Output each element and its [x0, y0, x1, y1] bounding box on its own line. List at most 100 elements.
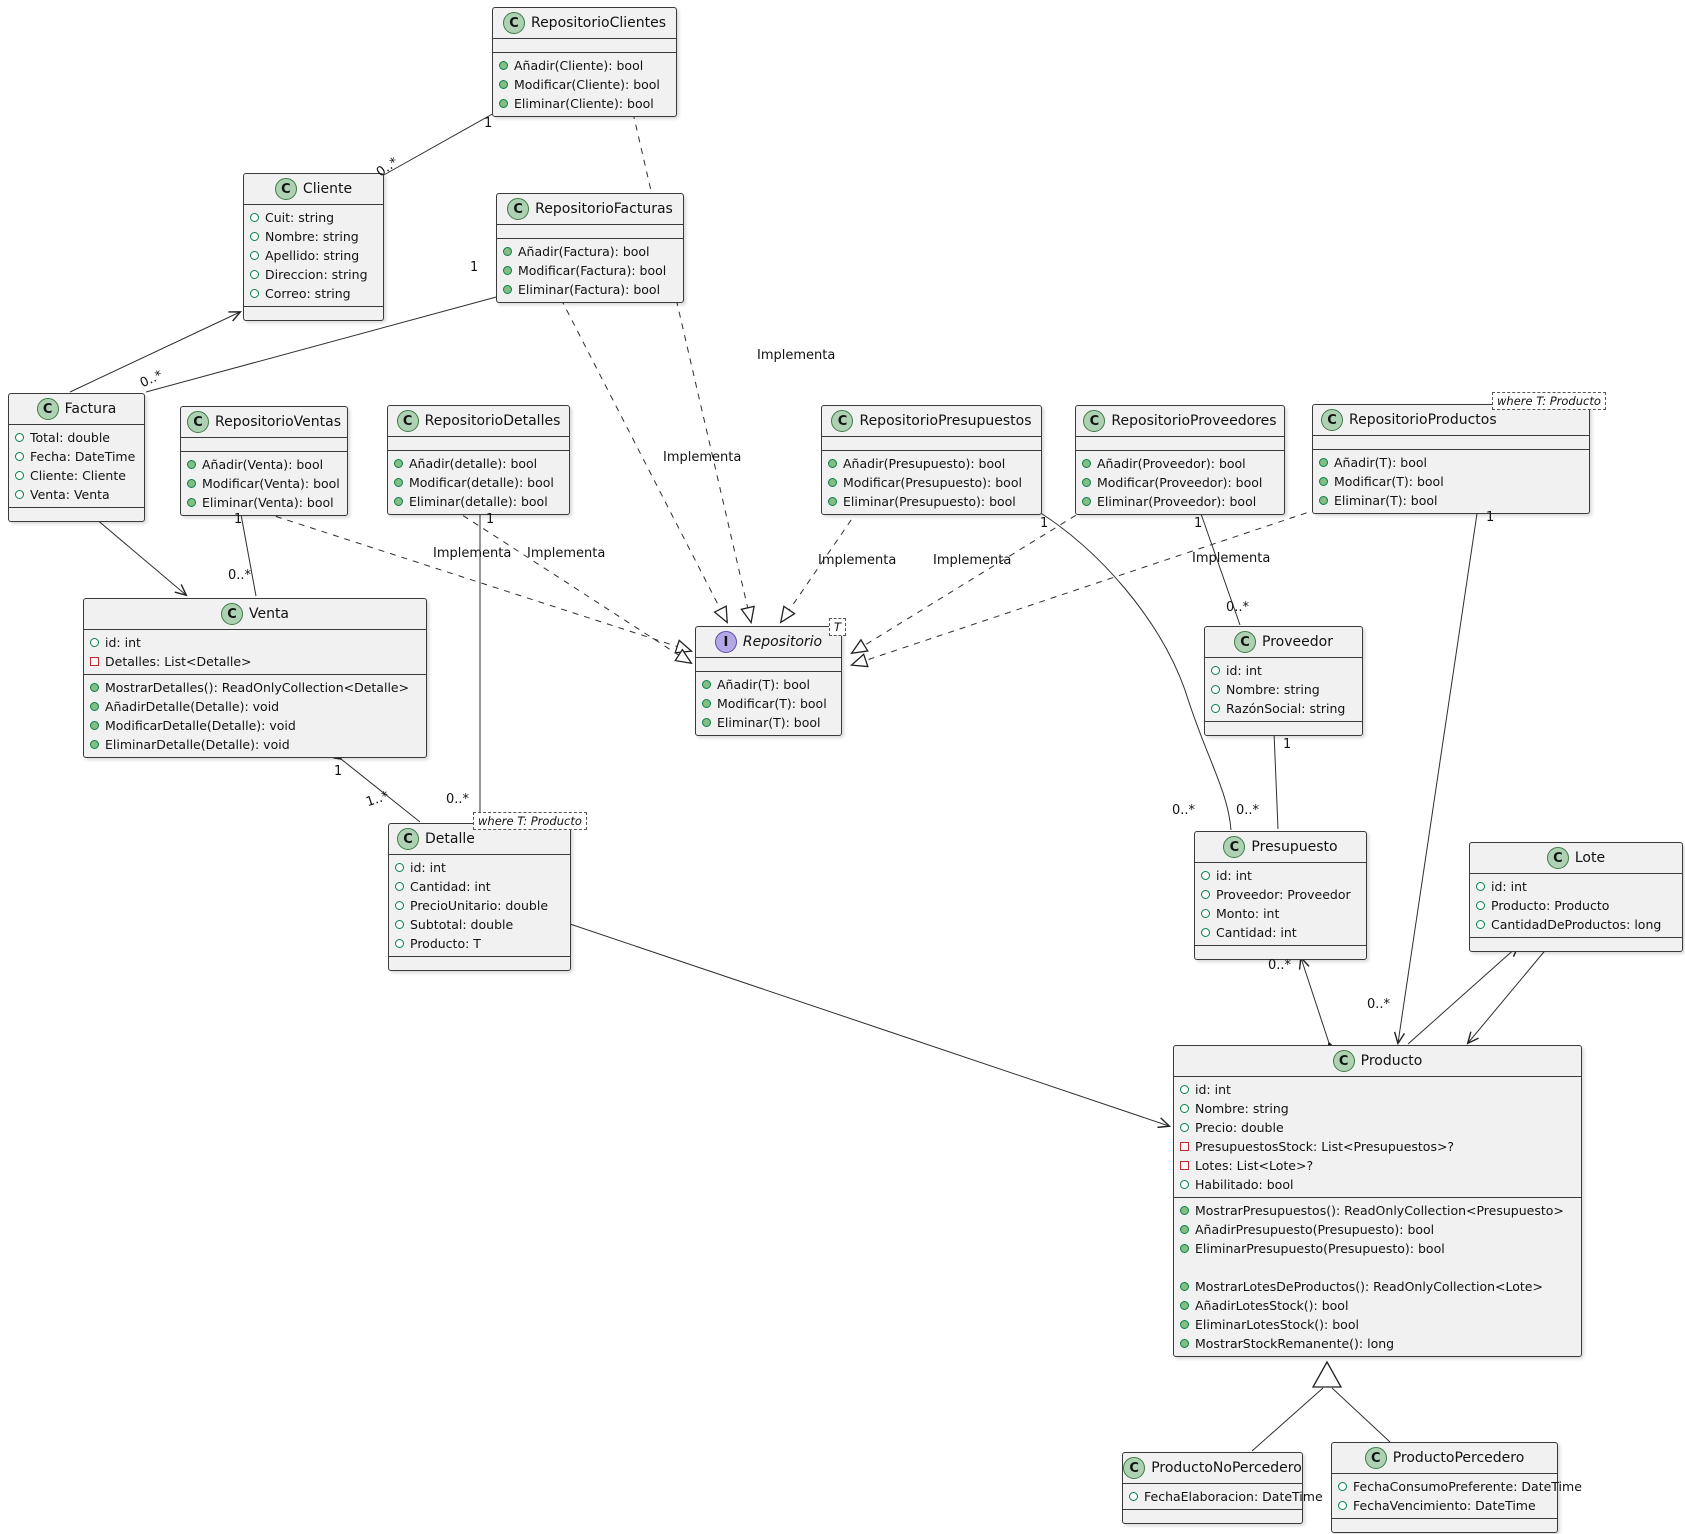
- member-text: Eliminar(T): bool: [1334, 493, 1438, 508]
- class-member: Producto: T: [395, 934, 564, 953]
- class-member: ModificarDetalle(Detalle): void: [90, 716, 420, 735]
- methods-section: [1470, 938, 1682, 951]
- member-text: Añadir(Proveedor): bool: [1097, 456, 1246, 471]
- class-member: Nombre: string: [1180, 1099, 1575, 1118]
- class-member: AñadirDetalle(Detalle): void: [90, 697, 420, 716]
- member-text: id: int: [1216, 868, 1252, 883]
- class-icon: C: [1223, 836, 1246, 858]
- member-text: id: int: [1195, 1082, 1231, 1097]
- class-header: C RepositorioDetalles: [388, 406, 569, 437]
- method-icon: [394, 478, 403, 487]
- class-member: Modificar(Venta): bool: [187, 474, 341, 493]
- method-icon: [1319, 458, 1328, 467]
- class-member: Subtotal: double: [395, 915, 564, 934]
- member-text: CantidadDeProductos: long: [1491, 917, 1662, 932]
- class-member: id: int: [395, 858, 564, 877]
- method-icon: [503, 285, 512, 294]
- attributes-section: [497, 225, 683, 239]
- class-member: Añadir(Cliente): bool: [499, 56, 670, 75]
- member-text: Lotes: List<Lote>?: [1195, 1158, 1314, 1173]
- member-text: FechaVencimiento: DateTime: [1353, 1498, 1536, 1513]
- method-icon: [1180, 1282, 1189, 1291]
- methods-section: [389, 957, 570, 970]
- attributes-section: [181, 438, 347, 452]
- member-text: Eliminar(Proveedor): bool: [1097, 494, 1257, 509]
- class-member: id: int: [1211, 661, 1356, 680]
- public-field-icon: [15, 452, 24, 461]
- member-text: Apellido: string: [265, 248, 360, 263]
- method-icon: [1180, 1320, 1189, 1329]
- methods-section: [1332, 1519, 1557, 1532]
- class-header: C ProductoNoPercedero: [1123, 1453, 1302, 1484]
- class-member: Añadir(Factura): bool: [503, 242, 677, 261]
- class-name: Cliente: [302, 181, 353, 197]
- method-icon: [90, 683, 99, 692]
- class-header: C Venta: [84, 599, 426, 630]
- class-name: RepositorioProductos: [1349, 412, 1497, 428]
- member-text: Modificar(T): bool: [717, 696, 827, 711]
- class-member: Modificar(detalle): bool: [394, 473, 563, 492]
- method-icon: [503, 266, 512, 275]
- class-header: C Lote: [1470, 843, 1682, 874]
- class-repositorio-facturas: C RepositorioFacturas Añadir(Factura): b…: [496, 193, 684, 303]
- class-member: Eliminar(Factura): bool: [503, 280, 677, 299]
- method-icon: [90, 702, 99, 711]
- class-repositorio-clientes: C RepositorioClientes Añadir(Cliente): b…: [492, 7, 677, 117]
- method-icon: [1319, 496, 1328, 505]
- edge-label-implementa: Implementa: [663, 450, 742, 465]
- class-member: Eliminar(Cliente): bool: [499, 94, 670, 113]
- class-icon: C: [507, 198, 530, 220]
- interface-icon: I: [714, 631, 737, 653]
- class-member: Añadir(T): bool: [702, 675, 835, 694]
- class-header: C RepositorioClientes: [493, 8, 676, 39]
- class-name: RepositorioPresupuestos: [859, 413, 1032, 429]
- method-icon: [1082, 478, 1091, 487]
- class-member: Añadir(Venta): bool: [187, 455, 341, 474]
- multiplicity-label: 0..*: [228, 568, 252, 583]
- multiplicity-label: 1: [484, 116, 493, 131]
- method-icon: [499, 80, 508, 89]
- attributes-section: [388, 437, 569, 451]
- class-name: RepositorioFacturas: [535, 201, 673, 217]
- class-member: Venta: Venta: [15, 485, 138, 504]
- generic-constraint-tag: where T: Producto: [473, 812, 587, 830]
- multiplicity-label: 0..*: [446, 792, 470, 807]
- class-member: CantidadDeProductos: long: [1476, 915, 1676, 934]
- class-repositorio-proveedores: C RepositorioProveedores Añadir(Proveedo…: [1075, 405, 1285, 515]
- class-member: Eliminar(T): bool: [1319, 491, 1583, 510]
- class-member: Eliminar(detalle): bool: [394, 492, 563, 511]
- member-text: Modificar(Proveedor): bool: [1097, 475, 1263, 490]
- public-field-icon: [1180, 1085, 1189, 1094]
- multiplicity-label: 1: [1194, 516, 1203, 531]
- public-field-icon: [90, 638, 99, 647]
- method-icon: [503, 247, 512, 256]
- edge-label-implementa: Implementa: [933, 553, 1012, 568]
- member-text: PrecioUnitario: double: [410, 898, 549, 913]
- class-icon: C: [220, 603, 243, 625]
- method-icon: [394, 459, 403, 468]
- class-member: Cantidad: int: [395, 877, 564, 896]
- method-icon: [90, 721, 99, 730]
- class-member: Eliminar(Venta): bool: [187, 493, 341, 512]
- class-member: Eliminar(T): bool: [702, 713, 835, 732]
- class-icon: C: [396, 410, 419, 432]
- member-text: Cantidad: int: [410, 879, 491, 894]
- member-text: Cuit: string: [265, 210, 335, 225]
- class-member: FechaElaboracion: DateTime: [1129, 1487, 1323, 1506]
- member-text: PresupuestosStock: List<Presupuestos>?: [1195, 1139, 1455, 1154]
- class-name: RepositorioVentas: [215, 414, 341, 430]
- public-field-icon: [1476, 882, 1485, 891]
- member-text: MostrarDetalles(): ReadOnlyCollection<De…: [105, 680, 410, 695]
- class-header: C Cliente: [244, 174, 383, 205]
- member-text: Fecha: DateTime: [30, 449, 136, 464]
- multiplicity-label: 1: [334, 764, 343, 779]
- class-icon: C: [36, 398, 59, 420]
- class-member: Modificar(Cliente): bool: [499, 75, 670, 94]
- member-text: id: int: [1491, 879, 1527, 894]
- interface-name: Repositorio: [742, 634, 823, 650]
